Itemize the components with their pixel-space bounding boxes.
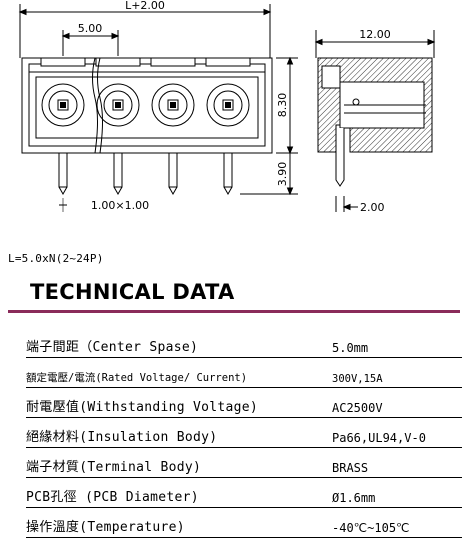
screw-entry-3 (151, 83, 195, 127)
front-view (18, 4, 298, 212)
dim-total-width: L+2.00 (125, 0, 165, 12)
spec-value: Pa66,UL94,V-0 (328, 417, 462, 448)
spec-value: 5.0mm (328, 328, 462, 358)
dim-pitch: 5.00 (78, 22, 103, 35)
spec-value: -40℃~105℃ (328, 507, 462, 538)
dim-pin-length: 3.90 (276, 162, 289, 187)
spec-label: 耐電壓值(Withstanding Voltage) (26, 387, 328, 418)
spec-label: 端子材質(Terminal Body) (26, 447, 328, 478)
spec-value: Ø1.6mm (328, 477, 462, 508)
dim-height: 8.30 (276, 93, 289, 118)
screw-entry-2 (96, 83, 140, 127)
spec-label: PCB孔徑 (PCB Diameter) (26, 477, 328, 508)
title-divider (8, 310, 460, 313)
spec-label: 額定電壓/電流(Rated Voltage/ Current) (26, 357, 328, 388)
spec-row-pcb-diameter: PCB孔徑 (PCB Diameter) Ø1.6mm (26, 477, 462, 508)
screw-entry-4 (206, 83, 250, 127)
screw-entry-1 (41, 83, 85, 127)
technical-drawing: L+2.00 5.00 12.00 8.30 3.90 1.00×1.00 2.… (18, 0, 436, 214)
side-view (314, 30, 436, 212)
spec-row-rated-voltage: 額定電壓/電流(Rated Voltage/ Current) 300V,15A (26, 357, 462, 388)
spec-label: 絕緣材料(Insulation Body) (26, 417, 328, 448)
spec-row-center-spacing: 端子間距（Center Spase) 5.0mm (26, 328, 462, 358)
spec-label: 端子間距（Center Spase) (26, 328, 328, 358)
spec-row-temperature: 操作溫度(Temperature) -40℃~105℃ (26, 507, 462, 538)
spec-label: 操作溫度(Temperature) (26, 507, 328, 538)
spec-row-withstanding-voltage: 耐電壓值(Withstanding Voltage) AC2500V (26, 387, 462, 418)
spec-row-terminal-body: 端子材質(Terminal Body) BRASS (26, 447, 462, 478)
spec-row-insulation-body: 絕緣材料(Insulation Body) Pa66,UL94,V-0 (26, 417, 462, 448)
spec-value: AC2500V (328, 387, 462, 418)
technical-data-title: TECHNICAL DATA (30, 280, 235, 304)
dim-pin-offset: 2.00 (360, 201, 385, 214)
spec-value: BRASS (328, 447, 462, 478)
dim-depth: 12.00 (359, 28, 391, 41)
pitch-formula: L=5.0xN(2~24P) (8, 252, 104, 265)
dim-pin-size: 1.00×1.00 (91, 199, 149, 212)
spec-table: 端子間距（Center Spase) 5.0mm 額定電壓/電流(Rated V… (26, 328, 462, 538)
spec-value: 300V,15A (328, 357, 462, 388)
